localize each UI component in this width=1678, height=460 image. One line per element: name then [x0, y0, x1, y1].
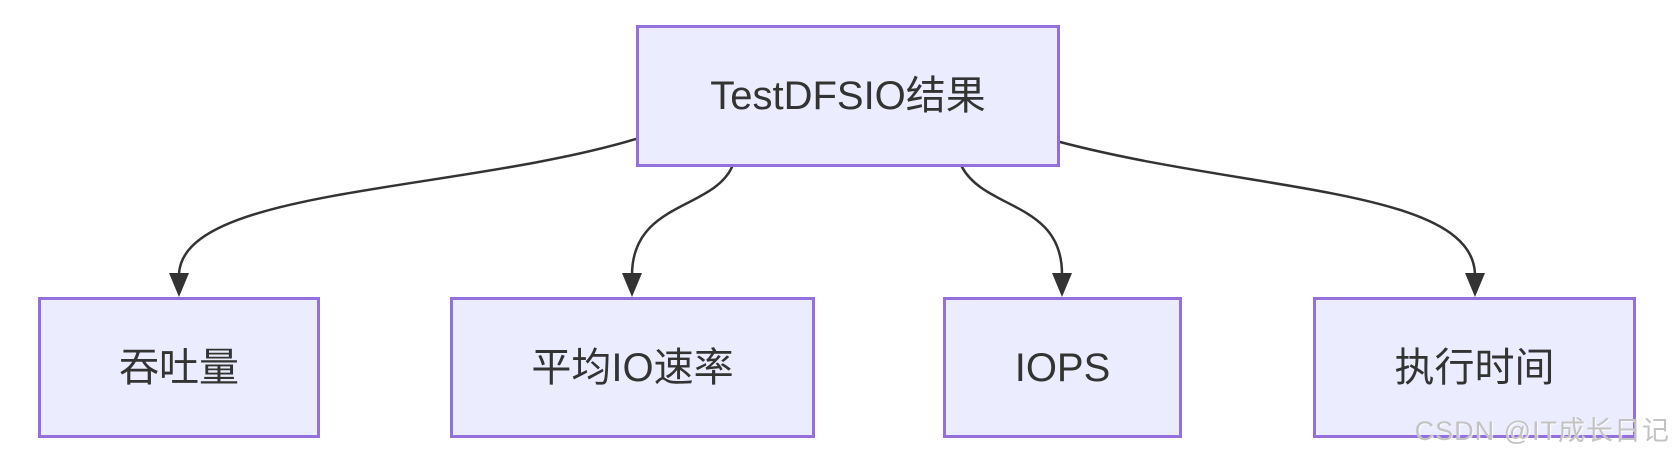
node-testdfsio-result: TestDFSIO结果	[636, 25, 1060, 167]
node-exec-time-label: 执行时间	[1394, 345, 1555, 390]
node-iops: IOPS	[943, 297, 1182, 438]
edge-root-to-avg-io-rate	[630, 165, 734, 276]
arrowhead-throughput-icon	[169, 273, 189, 297]
node-exec-time: 执行时间	[1313, 297, 1636, 438]
arrowhead-exec-time-icon	[1465, 273, 1485, 297]
arrowhead-avg-io-rate-icon	[622, 273, 642, 297]
edge-root-to-exec-time	[1058, 140, 1477, 276]
node-testdfsio-result-label: TestDFSIO结果	[710, 74, 986, 118]
node-throughput-label: 吞吐量	[119, 345, 239, 390]
node-avg-io-rate-label: 平均IO速率	[531, 345, 734, 390]
arrowhead-iops-icon	[1052, 273, 1072, 297]
node-avg-io-rate: 平均IO速率	[450, 297, 815, 438]
edge-root-to-iops	[960, 165, 1064, 276]
node-iops-label: IOPS	[1014, 345, 1111, 390]
node-throughput: 吞吐量	[38, 297, 320, 438]
edge-root-to-throughput	[177, 137, 638, 276]
